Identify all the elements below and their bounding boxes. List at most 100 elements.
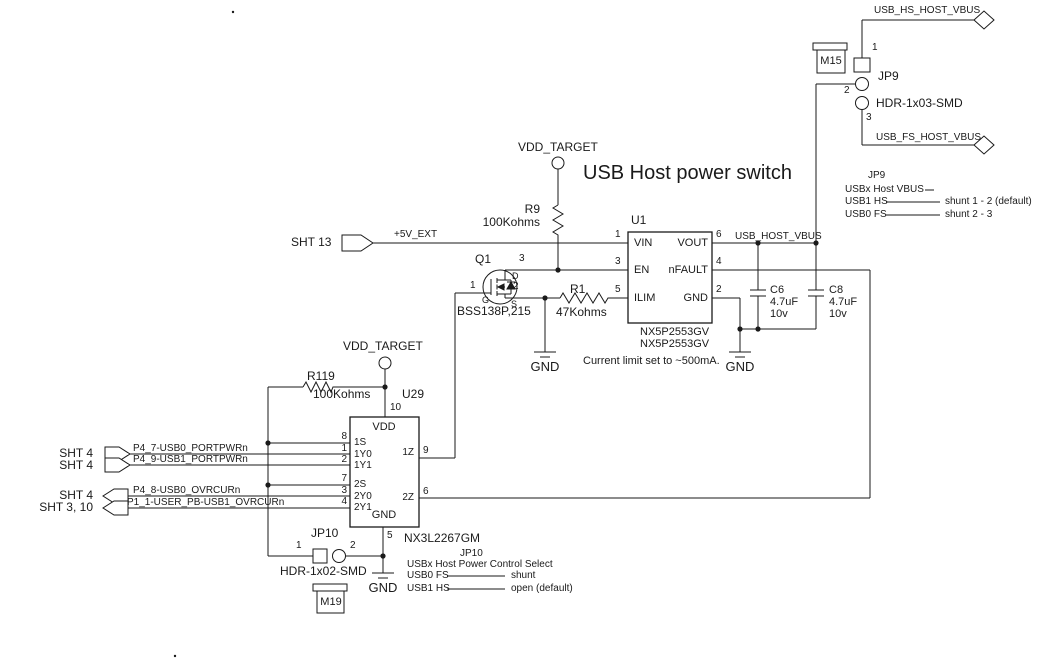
jp9-pin2-number: 2	[844, 85, 850, 96]
jp10-gnd-wire	[345, 527, 384, 573]
jp9-note-row3-label: USB0 FS	[845, 209, 887, 220]
vdd-target-terminal-u29	[378, 356, 392, 370]
u1-pin-vout-name: VOUT	[677, 237, 708, 249]
signal-label-usb0-ovrcur: P4_8-USB0_OVRCURn	[133, 485, 241, 496]
jp9-note-row2-label: USB1 HS	[845, 196, 888, 207]
page-title: USB Host power switch	[583, 162, 792, 184]
m15-symbol	[812, 42, 848, 74]
u1-pin-gnd-name: GND	[683, 292, 708, 304]
u29-pin-s2-name: 2S	[354, 479, 367, 490]
jp10-note-row3-value: open (default)	[511, 583, 573, 594]
q1-source-letter: S	[511, 299, 518, 309]
q1-mosfet-symbol	[455, 269, 518, 305]
jp9-note-title: JP9	[868, 170, 886, 181]
gnd-symbol-u1	[729, 329, 751, 358]
r9-value: 100Kohms	[482, 215, 540, 229]
u1-pin-vout-number: 6	[716, 229, 722, 240]
u29-pin-z1-name: 1Z	[402, 447, 414, 458]
jp10-part-number: HDR-1x02-SMD	[280, 564, 367, 578]
c8-voltage: 10v	[829, 308, 847, 320]
u1-pin-en-number: 3	[615, 256, 621, 267]
select-net-wire	[267, 387, 350, 557]
u1-gnd-wire	[712, 297, 816, 330]
u29-part-number: NX3L2267GM	[404, 531, 481, 545]
u29-pin-s1-number: 8	[341, 431, 347, 442]
vdd-target-terminal-r9	[551, 156, 565, 170]
c8-refdes: C8	[829, 284, 844, 296]
jp10-note-row2-label: USB0 FS	[407, 570, 449, 581]
net-usb-hs-host-vbus-wire	[861, 19, 974, 58]
net-label-5v-ext: +5V_EXT	[394, 229, 438, 240]
c8-value: 4.7uF	[829, 296, 858, 308]
u29-pin-z2-name: 2Z	[402, 492, 414, 503]
jp9-refdes: JP9	[878, 69, 899, 83]
stray-dot	[231, 10, 235, 14]
jp9-pin3-pad	[855, 96, 869, 110]
c6-value: 4.7uF	[770, 296, 799, 308]
u29-pin-y11-name: 1Y1	[354, 460, 372, 471]
resistor-r9	[552, 169, 564, 270]
u29-pin-z1-number: 9	[423, 445, 429, 456]
c6-voltage: 10v	[770, 308, 788, 320]
u29-pin-y10-name: 1Y0	[354, 449, 372, 460]
u29-pin-gnd-number: 5	[387, 530, 393, 541]
signal-wires	[128, 453, 350, 509]
jp10-note-row1: USBx Host Power Control Select	[407, 559, 553, 570]
u29-pin-y10-number: 1	[341, 443, 347, 454]
resistor-r1	[559, 292, 628, 304]
q1-refdes: Q1	[475, 252, 492, 266]
jp9-note-leaders	[886, 189, 940, 216]
jp10-pin2-number: 2	[350, 540, 356, 551]
u1-part-number-2: NX5P2553GV	[640, 338, 710, 350]
u29-pin-z2-number: 6	[423, 486, 429, 497]
sheet-arrow-sht13	[341, 234, 374, 252]
u29-pin-y20-number: 3	[341, 485, 347, 496]
u29-body	[349, 416, 420, 528]
r119-refdes: R119	[307, 369, 335, 383]
u29-pin-s2-number: 7	[341, 473, 347, 484]
jp9-note-row3-value: shunt 2 - 3	[945, 209, 993, 220]
gnd-symbol-jp10	[372, 572, 394, 579]
c6-label: C6 4.7uF 10v	[770, 284, 798, 320]
gnd-label-q1: GND	[530, 359, 560, 374]
q1-gate-letter: G	[482, 295, 490, 305]
u29-pin-y21-name: 2Y1	[354, 502, 372, 513]
u29-pin-y20-name: 2Y0	[354, 491, 372, 502]
jp10-note-row2-value: shunt	[511, 570, 536, 581]
jp9-pin1-number: 1	[872, 42, 878, 53]
jp9-note-row2-value: shunt 1 - 2 (default)	[945, 196, 1032, 207]
jp9-pin1-pad	[853, 57, 871, 73]
jp9-pin2-wire	[815, 83, 855, 243]
jp10-refdes: JP10	[311, 526, 339, 540]
q1-drain-letter: D	[512, 271, 519, 281]
signal-label-usb0-portpwr: P4_7-USB0_PORTPWRn	[133, 443, 248, 454]
cap-c6-symbol	[750, 243, 766, 329]
jp10-note-title: JP10	[460, 548, 483, 559]
cap-c8-symbol	[808, 243, 824, 329]
u29-pin-vdd-number: 10	[390, 402, 402, 413]
jp10-note-row3-label: USB1 HS	[407, 583, 450, 594]
q1-part-number: BSS138P,215	[457, 304, 531, 318]
offpage-diamond-fs	[973, 135, 995, 155]
q1-pin3-number: 3	[519, 253, 525, 264]
m19-refdes: M19	[320, 596, 342, 608]
jp9-pin3-number: 3	[866, 112, 872, 123]
u29-refdes: U29	[402, 387, 425, 401]
c8-label: C8 4.7uF 10v	[829, 284, 857, 320]
u1-pin-nfault-name: nFAULT	[668, 264, 708, 276]
u1-pin-en-name: EN	[634, 264, 650, 276]
r1-value: 47Kohms	[556, 305, 607, 319]
net-label-vdd-target-r9: VDD_TARGET	[518, 140, 598, 154]
r119-value: 100Kohms	[313, 387, 371, 401]
sheet-arrow-portpwr1	[104, 457, 131, 473]
u1-pin-ilim-name: ILIM	[634, 292, 656, 304]
sheet-arrow-ovrcur1	[102, 500, 129, 516]
stray-dot	[173, 654, 177, 658]
c6-refdes: C6	[770, 284, 785, 296]
u1-pin-vin-number: 1	[615, 229, 621, 240]
gnd-symbol-q1	[534, 298, 556, 358]
jp10-pin1-number: 1	[296, 540, 302, 551]
u29-pin-y11-number: 2	[341, 454, 347, 465]
